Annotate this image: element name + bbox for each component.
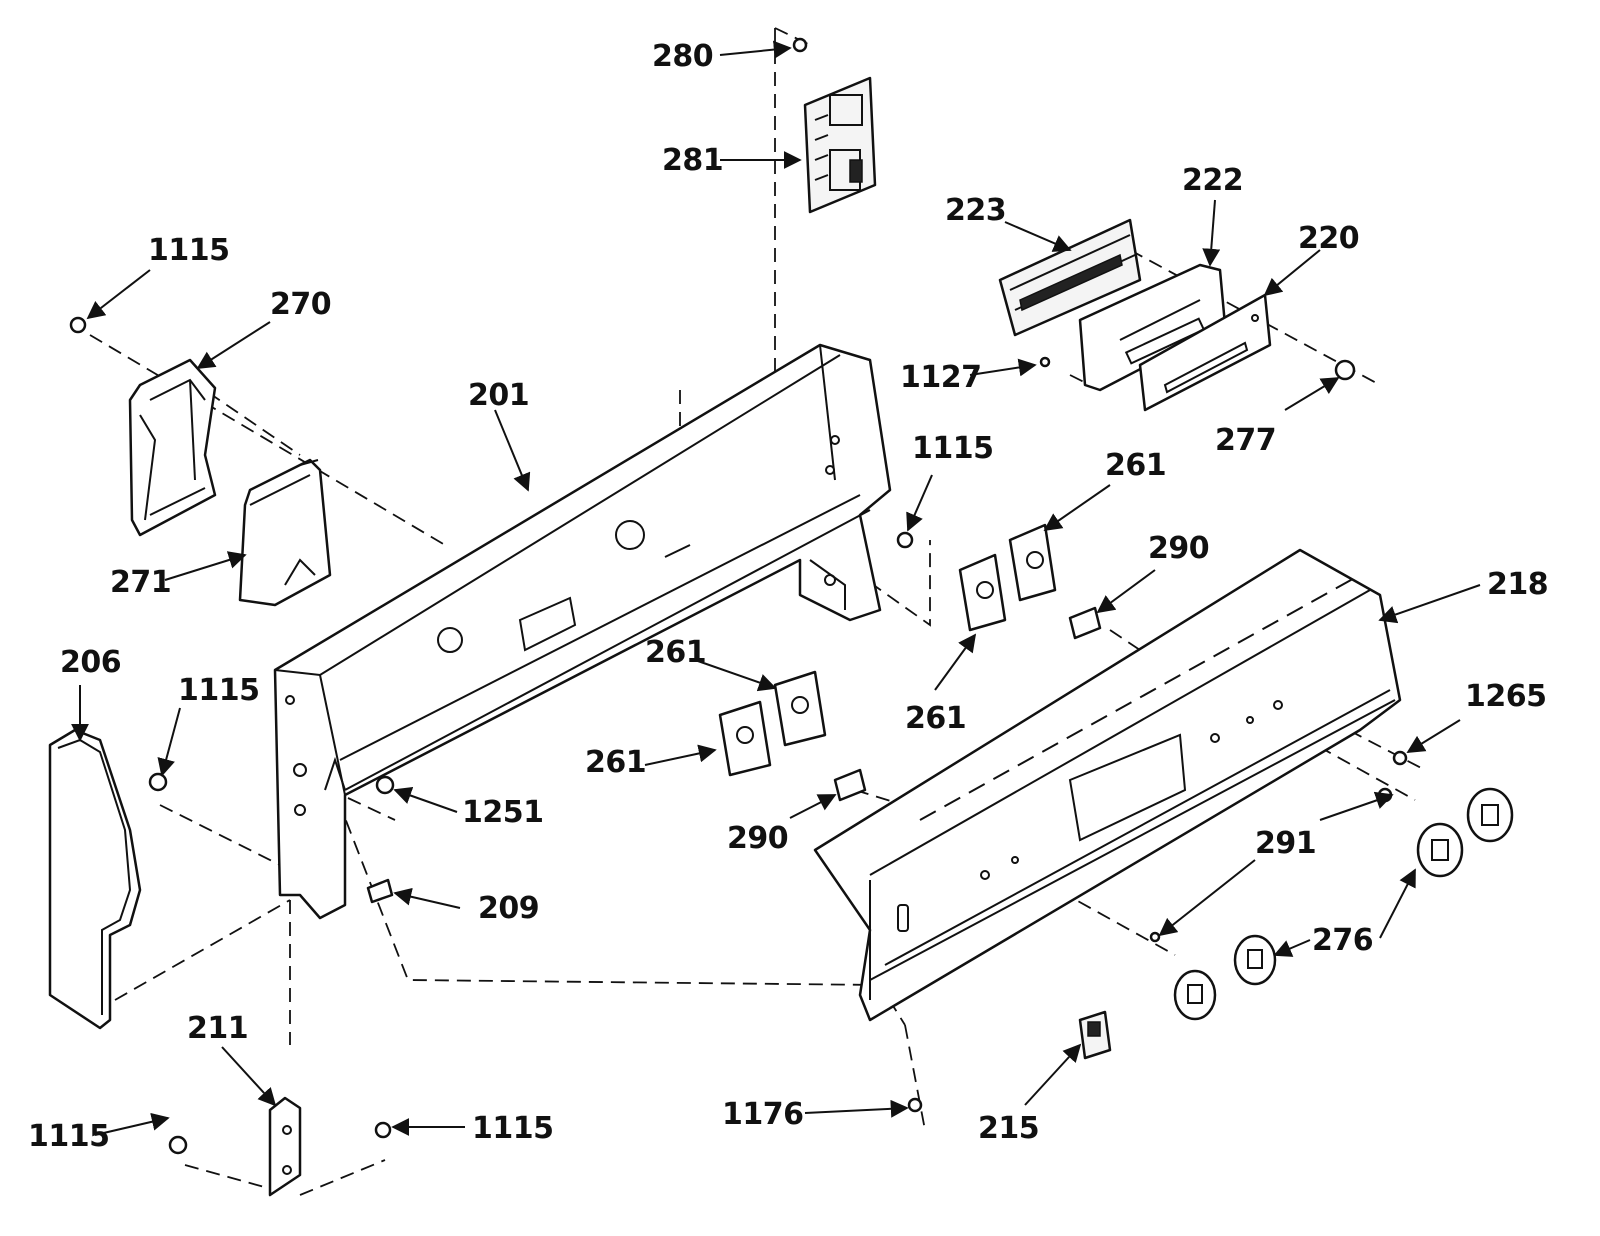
knob-276-a bbox=[1466, 787, 1514, 843]
clock-control-223 bbox=[998, 218, 1142, 337]
callout-labels: 280 281 223 222 220 1115 270 201 1127 27… bbox=[28, 39, 1549, 1154]
label-222: 222 bbox=[1182, 163, 1243, 198]
bracket-211 bbox=[268, 1096, 302, 1197]
label-271: 271 bbox=[110, 565, 171, 600]
label-1251: 1251 bbox=[462, 795, 544, 830]
label-1115-top-left: 1115 bbox=[148, 233, 230, 268]
switch-261-d bbox=[718, 700, 772, 777]
knob-276-c bbox=[1233, 934, 1277, 986]
label-209: 209 bbox=[478, 891, 539, 926]
label-291: 291 bbox=[1255, 826, 1316, 861]
label-1115-left: 1115 bbox=[178, 673, 260, 708]
switch-290-b bbox=[833, 768, 867, 802]
label-290-lower: 290 bbox=[727, 821, 788, 856]
label-211: 211 bbox=[187, 1011, 248, 1046]
label-1115-center: 1115 bbox=[912, 431, 994, 466]
screws bbox=[69, 37, 1408, 1155]
switch-261-c bbox=[773, 670, 827, 747]
label-270: 270 bbox=[270, 287, 331, 322]
label-261-center-top: 261 bbox=[645, 635, 706, 670]
side-panel-206 bbox=[48, 728, 142, 1030]
label-261-right-lower: 261 bbox=[905, 701, 966, 736]
label-220: 220 bbox=[1298, 221, 1359, 256]
label-277: 277 bbox=[1215, 423, 1276, 458]
label-261-top-right: 261 bbox=[1105, 448, 1166, 483]
backguard-frame-201 bbox=[273, 343, 892, 920]
label-261-center-left: 261 bbox=[585, 745, 646, 780]
label-290-top: 290 bbox=[1148, 531, 1209, 566]
leader-arrows bbox=[71, 40, 1481, 1136]
label-215: 215 bbox=[978, 1111, 1039, 1146]
label-1115-bottom-left: 1115 bbox=[28, 1119, 110, 1154]
label-218: 218 bbox=[1487, 567, 1548, 602]
knob-276-b bbox=[1416, 822, 1464, 878]
label-1265: 1265 bbox=[1465, 679, 1547, 714]
switch-261-a bbox=[1008, 523, 1057, 602]
switch-290-a bbox=[1068, 606, 1102, 640]
rocker-switch-215 bbox=[1078, 1010, 1112, 1060]
circuit-board-281 bbox=[803, 76, 877, 214]
label-281: 281 bbox=[662, 143, 723, 178]
knob-276-d bbox=[1173, 969, 1217, 1021]
label-1176: 1176 bbox=[722, 1097, 804, 1132]
label-1127: 1127 bbox=[900, 360, 982, 395]
label-280: 280 bbox=[652, 39, 713, 74]
label-1115-bottom-right: 1115 bbox=[472, 1111, 554, 1146]
label-206: 206 bbox=[60, 645, 121, 680]
bracket-270 bbox=[128, 358, 217, 537]
bracket-271 bbox=[238, 458, 332, 607]
control-panel-218 bbox=[813, 548, 1402, 1022]
label-276: 276 bbox=[1312, 923, 1373, 958]
label-201: 201 bbox=[468, 378, 529, 413]
label-223: 223 bbox=[945, 193, 1006, 228]
overlay-220 bbox=[1138, 293, 1272, 412]
switch-261-b bbox=[958, 553, 1007, 632]
